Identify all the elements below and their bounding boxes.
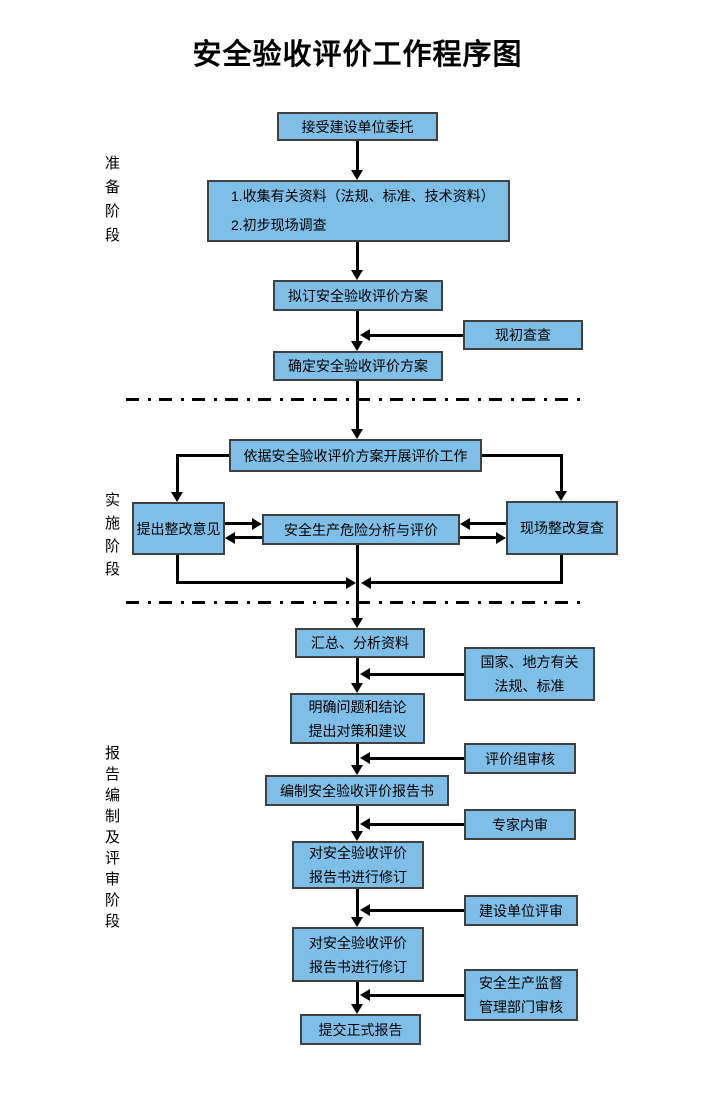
connector-line xyxy=(225,522,253,525)
node-propose-rectification: 提出整改意见 xyxy=(132,502,225,555)
arrowhead-left xyxy=(360,329,370,341)
connector-line xyxy=(356,806,359,832)
node-summarize-data: 汇总、分析资料 xyxy=(295,628,425,658)
connector-line xyxy=(356,141,359,171)
connector-line xyxy=(470,522,506,525)
arrowhead-down xyxy=(351,831,363,841)
arrowhead-down xyxy=(171,492,183,502)
connector-line xyxy=(370,823,464,826)
arrowhead-down xyxy=(555,491,567,501)
node-carry-out-evaluation: 依据安全验收评价方案开展评价工作 xyxy=(229,439,482,472)
arrowhead-down xyxy=(351,1004,363,1014)
connector-line xyxy=(560,555,563,584)
connector-line xyxy=(176,454,179,493)
connector-line xyxy=(370,909,464,912)
arrowhead-down xyxy=(351,270,363,280)
arrowhead-down xyxy=(351,765,363,775)
arrowhead-right xyxy=(496,532,506,544)
connector-line xyxy=(356,545,359,619)
arrowhead-down xyxy=(351,429,363,439)
connector-line xyxy=(177,454,229,457)
node-clarify-conclusions: 明确问题和结论 提出对策和建议 xyxy=(290,693,425,744)
node-collect-data: 1.收集有关资料（法规、标准、技术资料） 2.初步现场调查 xyxy=(207,180,510,242)
arrowhead-left xyxy=(360,989,370,1001)
connector-line xyxy=(356,744,359,766)
arrowhead-left xyxy=(360,752,370,764)
connector-line xyxy=(356,242,359,271)
phase-label-implementation: 实施阶段 xyxy=(103,492,120,584)
phase-label-report-review: 报告编制及评审阶段 xyxy=(103,745,120,934)
connector-line xyxy=(176,555,179,584)
connector-line xyxy=(177,581,347,584)
arrowhead-down xyxy=(351,341,363,351)
arrowhead-left xyxy=(225,532,235,544)
connector-line xyxy=(370,757,464,760)
node-revise-report-1: 对安全验收评价 报告书进行修订 xyxy=(292,841,424,889)
connector-line xyxy=(460,536,497,539)
connector-line xyxy=(482,454,562,457)
page-title: 安全验收评价工作程序图 xyxy=(192,39,523,71)
node-owner-review: 建设单位评审 xyxy=(464,895,578,926)
node-risk-analysis: 安全生产危险分析与评价 xyxy=(262,514,460,545)
arrowhead-left xyxy=(360,668,370,680)
connector-line xyxy=(370,673,464,676)
phase-divider-line-1 xyxy=(126,398,584,401)
connector-line xyxy=(356,889,359,918)
connector-line xyxy=(356,982,359,1005)
connector-line xyxy=(356,658,359,684)
arrowhead-left xyxy=(360,904,370,916)
arrowhead-down xyxy=(351,917,363,927)
node-site-recheck: 现场整改复查 xyxy=(506,501,618,555)
arrowhead-left xyxy=(460,518,470,530)
phase-divider-line-2 xyxy=(126,601,584,604)
node-submit-report: 提交正式报告 xyxy=(300,1014,421,1045)
connector-line xyxy=(560,454,563,492)
node-revise-report-2: 对安全验收评价 报告书进行修订 xyxy=(292,927,424,982)
node-draft-plan: 拟订安全验收评价方案 xyxy=(273,280,443,311)
arrowhead-down xyxy=(351,683,363,693)
node-team-review: 评价组审核 xyxy=(464,743,576,774)
connector-line xyxy=(370,334,463,337)
arrowhead-right xyxy=(252,518,262,530)
arrowhead-left xyxy=(360,818,370,830)
arrowhead-left xyxy=(361,577,371,589)
connector-line xyxy=(371,581,562,584)
phase-label-preparation: 准备阶段 xyxy=(103,155,120,251)
arrowhead-down xyxy=(351,618,363,628)
arrowhead-right xyxy=(346,577,356,589)
node-authority-review: 安全生产监督 管理部门审核 xyxy=(464,969,578,1021)
node-laws-standards: 国家、地方有关 法规、标准 xyxy=(464,647,595,701)
connector-line xyxy=(370,994,464,997)
node-initial-check: 现初查查 xyxy=(463,320,583,350)
connector-line xyxy=(234,536,262,539)
connector-line xyxy=(356,381,359,429)
arrowhead-down xyxy=(351,170,363,180)
connector-line xyxy=(356,311,359,342)
node-confirm-plan: 确定安全验收评价方案 xyxy=(273,351,443,381)
node-compile-report: 编制安全验收评价报告书 xyxy=(265,775,449,806)
node-accept-commission: 接受建设单位委托 xyxy=(277,112,438,141)
node-expert-review: 专家内审 xyxy=(464,809,576,840)
